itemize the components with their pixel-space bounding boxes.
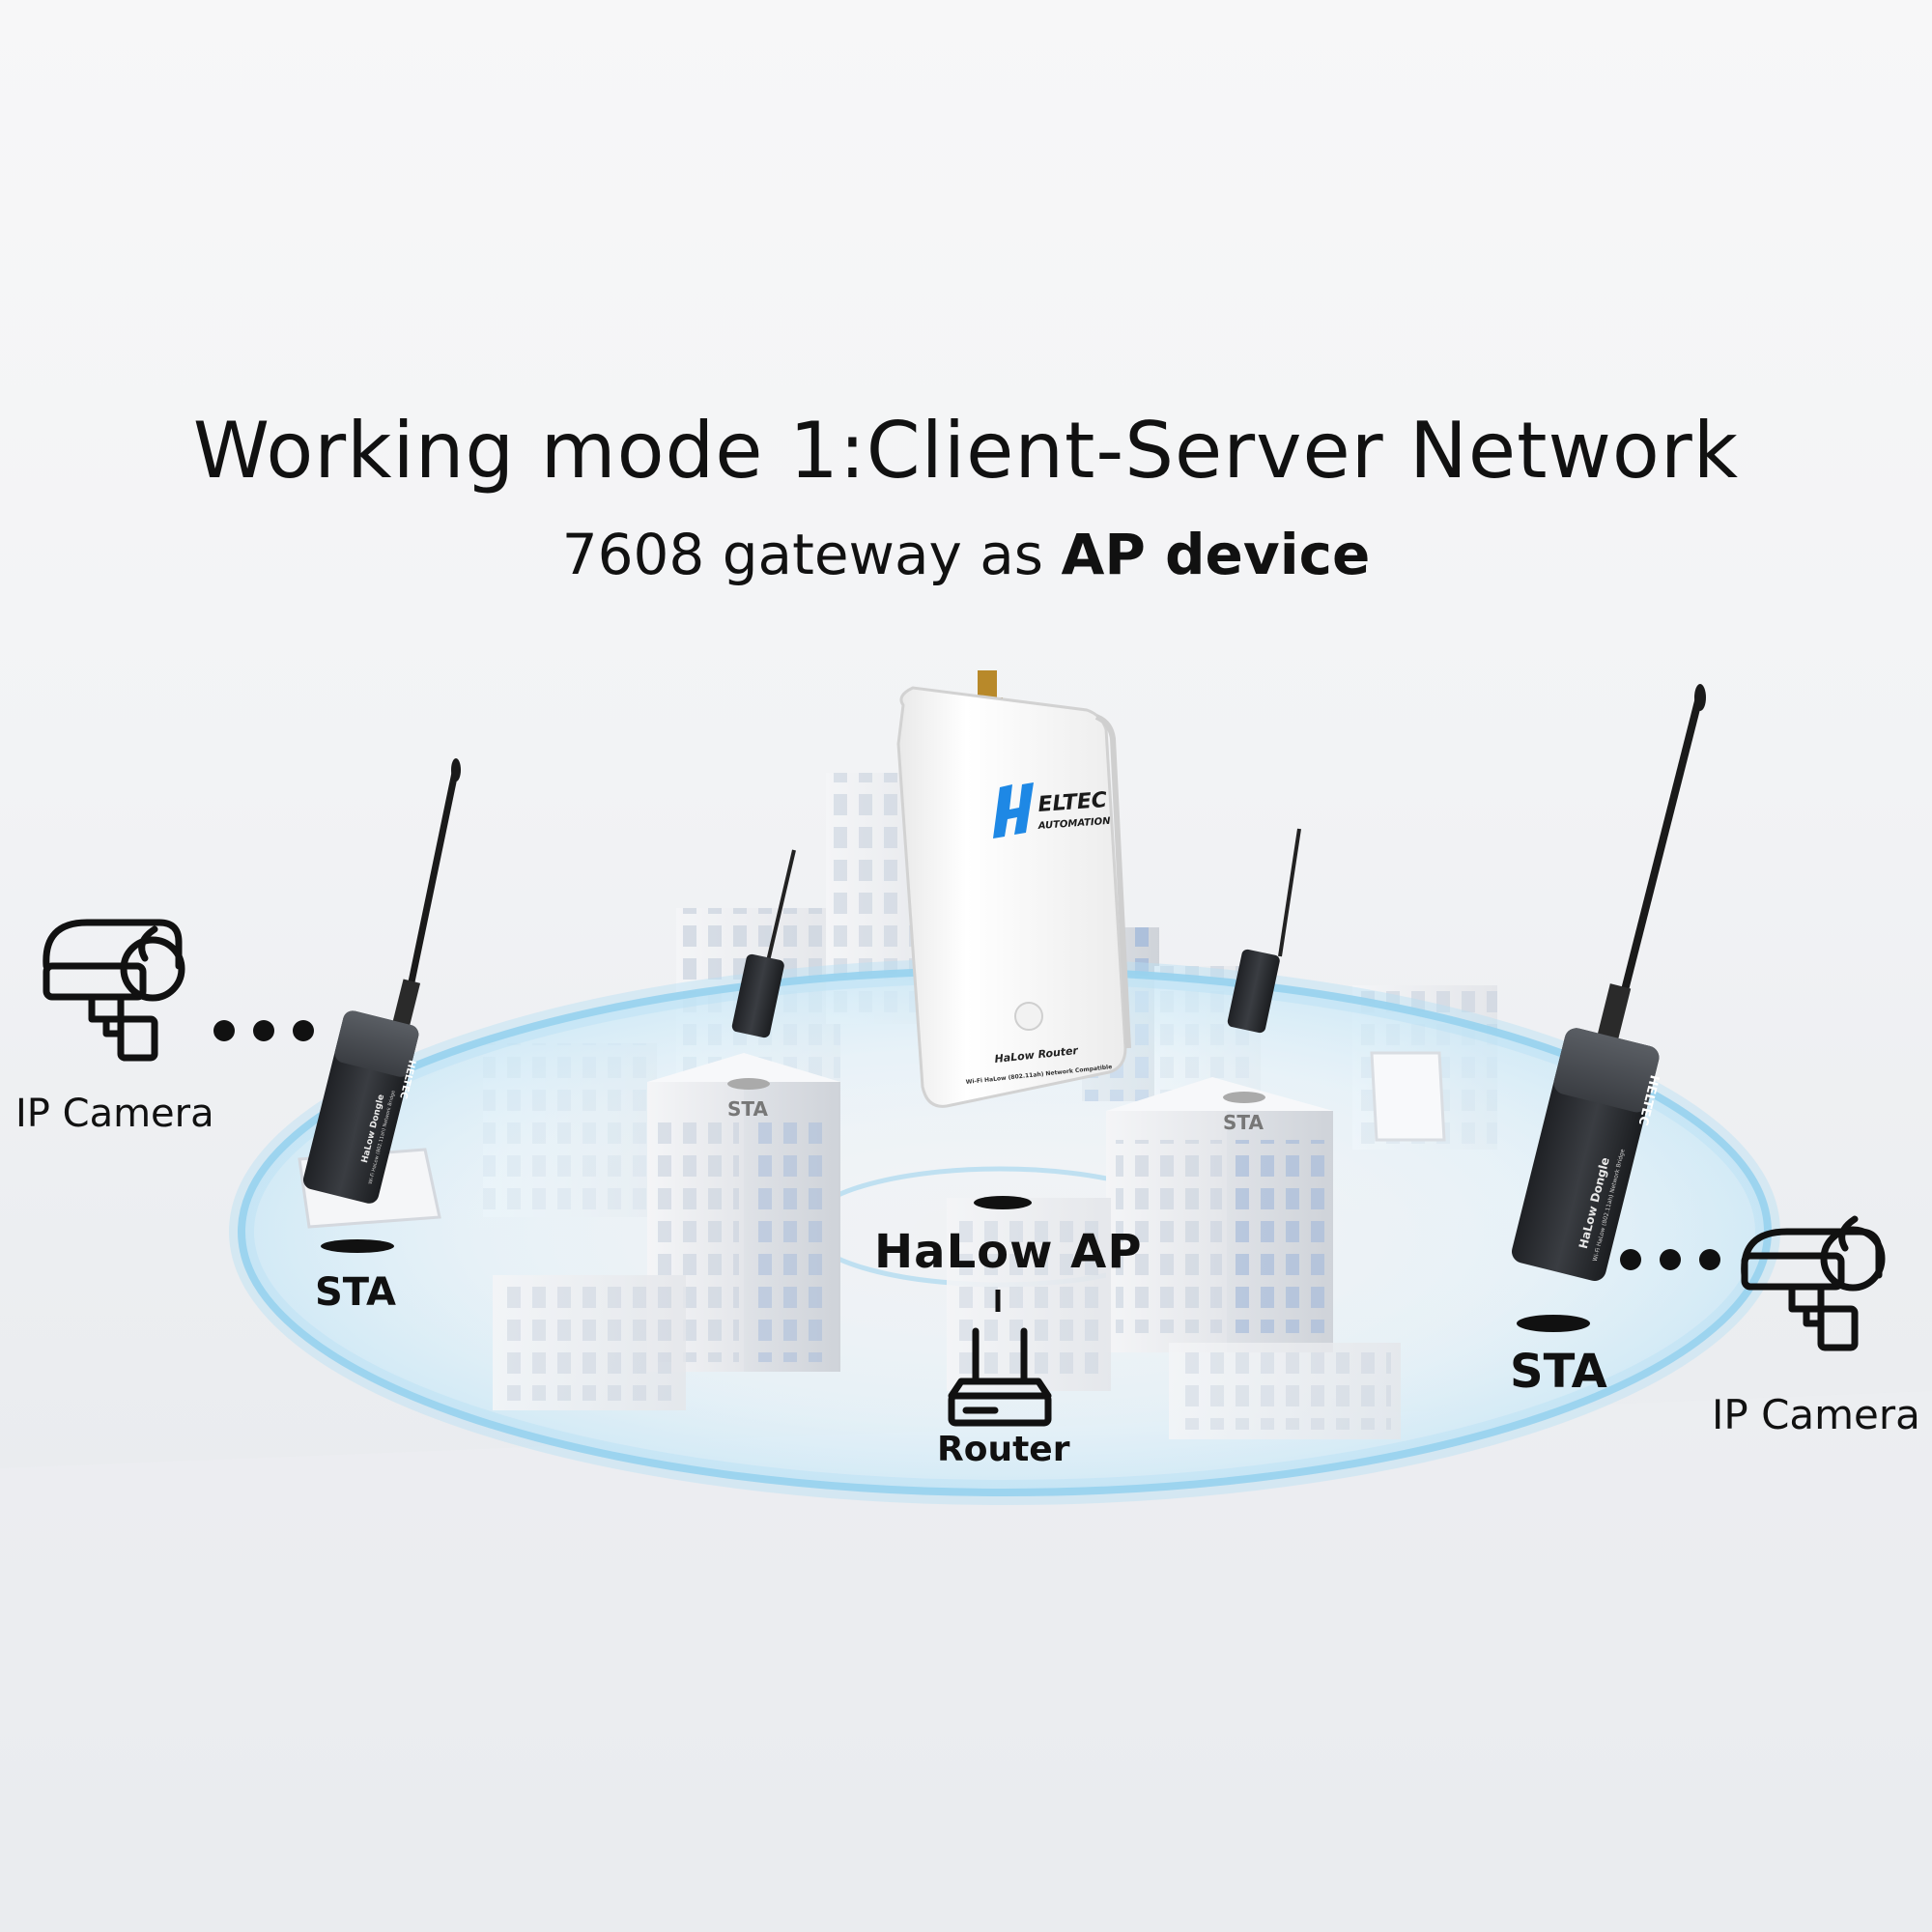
ellipsis-dots-icon-right — [1620, 1249, 1720, 1270]
dongle-left-antenna — [400, 767, 460, 1020]
sta-mid-left-label: STA — [727, 1097, 768, 1121]
city-buildings-front — [298, 1051, 1446, 1439]
ap-brand-text: ELTEC — [1037, 788, 1108, 817]
router-icon — [948, 1327, 1052, 1427]
ap-brand-sub-text: AUTOMATION — [1037, 816, 1111, 832]
security-camera-icon-left — [43, 919, 185, 1062]
sta-mid-left-marker — [727, 1078, 770, 1090]
ip-camera-right-label: IP Camera — [1712, 1391, 1920, 1438]
sta-left-label: STA — [315, 1270, 396, 1315]
ellipsis-dots-icon-left — [213, 1020, 314, 1041]
sta-mid-right-marker — [1223, 1092, 1265, 1103]
security-camera-icon-right — [1741, 1215, 1886, 1351]
sta-right-label: STA — [1510, 1345, 1607, 1399]
subtitle-prefix: 7608 gateway as — [561, 522, 1062, 587]
dongle-right-antenna — [1607, 693, 1704, 1044]
dongle-right: HaLow Dongle Wi-Fi HaLow (802.11ah) Netw… — [1512, 684, 1706, 1281]
dongle-mid-right — [1227, 828, 1301, 1034]
sta-right-marker — [1517, 1315, 1590, 1332]
page-subtitle: 7608 gateway as AP device — [0, 522, 1932, 587]
halow-ap-label: HaLow AP — [874, 1225, 1143, 1279]
ground-plane — [0, 1391, 1932, 1932]
ap-status-light-icon — [1014, 1002, 1043, 1031]
ip-camera-left-label: IP Camera — [15, 1092, 214, 1136]
router-label: Router — [937, 1430, 1070, 1469]
halow-ap-marker — [974, 1196, 1032, 1209]
subtitle-emphasis: AP device — [1061, 522, 1371, 587]
dongle-mid-left — [731, 849, 796, 1038]
antenna-connector — [978, 670, 997, 703]
halow-ap-gateway: ELTEC AUTOMATION HaLow Router Wi-Fi HaLo… — [896, 670, 1131, 1108]
sta-left-marker — [321, 1239, 394, 1253]
heltec-logo-icon — [993, 782, 1034, 838]
page-title: Working mode 1:Client-Server Network — [192, 406, 1740, 496]
sta-mid-right-label: STA — [1223, 1111, 1264, 1134]
